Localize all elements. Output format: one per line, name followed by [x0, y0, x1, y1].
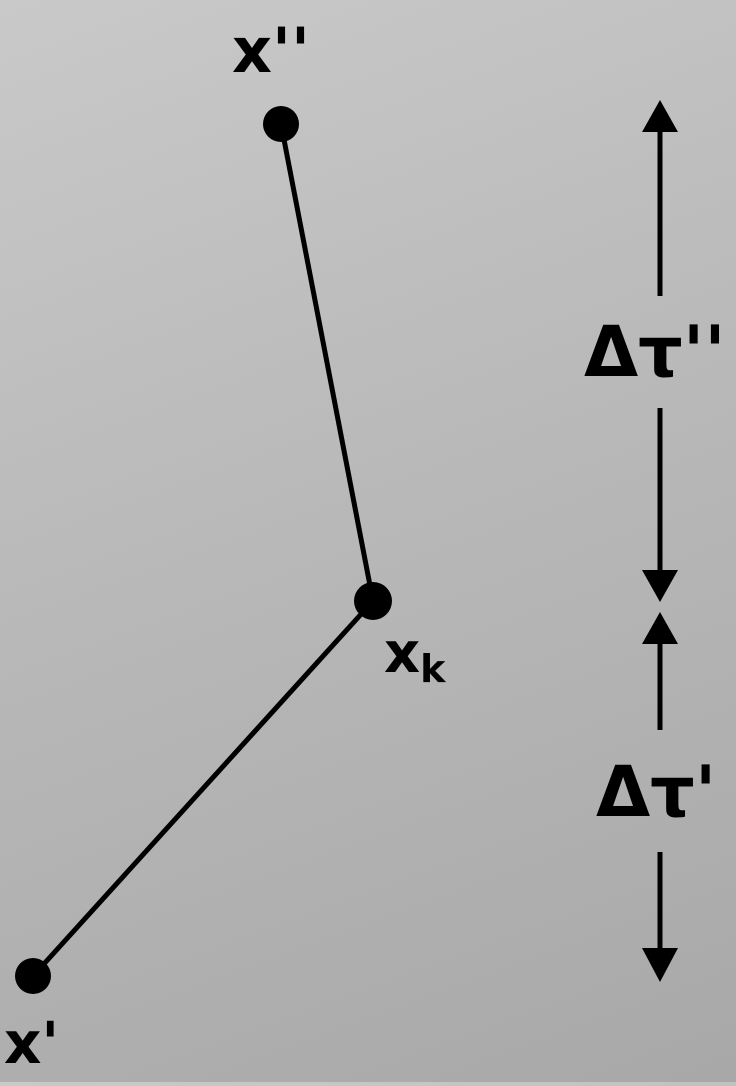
segment-xk-to-x-prime: [31, 599, 375, 978]
label-delta-tau-double-prime: Δτ'': [584, 311, 726, 393]
label-x-k-subscript: k: [420, 647, 446, 691]
label-x-prime: x': [4, 1009, 59, 1077]
upper-interval-arrow: [642, 100, 678, 602]
segment-x-double-prime-to-xk: [278, 123, 376, 602]
lower-arrow-top-head: [642, 612, 678, 644]
point-x-k: [354, 582, 392, 620]
upper-arrow-top-head: [642, 100, 678, 132]
lower-arrow-bottom-head: [642, 948, 678, 982]
label-x-double-prime: x'': [232, 14, 310, 87]
lower-interval-arrow: [642, 612, 678, 982]
label-delta-tau-prime: Δτ': [596, 751, 716, 833]
label-x-k: xk: [384, 621, 446, 691]
point-x-double-prime: [263, 106, 299, 142]
upper-arrow-bottom-head: [642, 570, 678, 602]
label-x-k-base: x: [384, 621, 420, 686]
point-x-prime: [15, 958, 51, 994]
